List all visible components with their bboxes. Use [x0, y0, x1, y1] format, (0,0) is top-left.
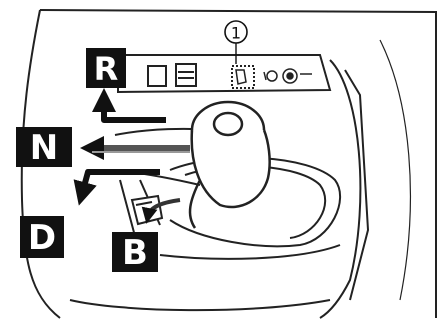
gear-label-neutral: N [16, 127, 72, 168]
gear-label-drive: D [20, 216, 64, 258]
gear-letter-reverse: R [94, 50, 119, 88]
brake-position-marker [132, 196, 162, 224]
callout-number: 1 [231, 24, 241, 43]
indicator-strip [118, 55, 330, 92]
gear-letter-neutral: N [30, 128, 58, 168]
gear-letter-drive: D [28, 218, 56, 258]
panel-button-right [176, 64, 196, 86]
gear-letter-brake: B [122, 233, 148, 273]
shift-lever-knob [190, 102, 270, 228]
gear-label-brake: B [112, 232, 158, 273]
reverse-arrow [104, 100, 166, 120]
panel-button-left [148, 66, 166, 86]
gear-label-reverse: R [86, 48, 126, 88]
neutral-arrow [92, 148, 190, 152]
